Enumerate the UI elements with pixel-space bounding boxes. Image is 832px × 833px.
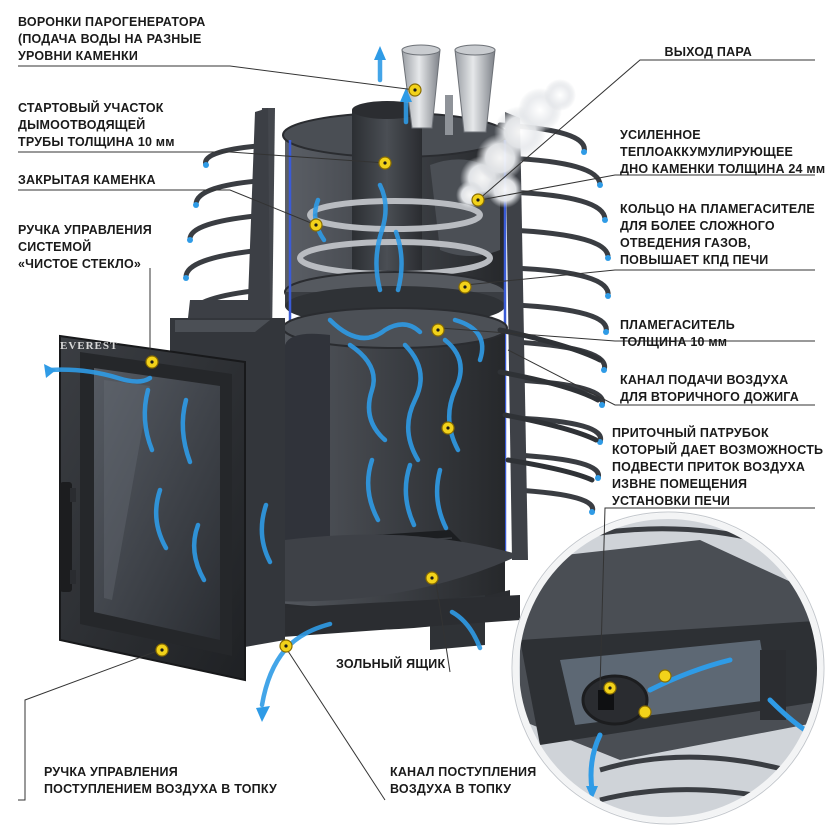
marker-inset-2 (658, 669, 672, 683)
label-line: КАНАЛ ПОСТУПЛЕНИЯ (390, 765, 537, 779)
label-intake-pipe: ПРИТОЧНЫЙ ПАТРУБОК КОТОРЫЙ ДАЕТ ВОЗМОЖНО… (612, 425, 823, 510)
left-shield-panel (188, 108, 270, 318)
air-flow-arrowheads (44, 46, 412, 722)
label-line: ТРУБЫ ТОЛЩИНА 10 мм (18, 135, 175, 149)
label-line: ПЛАМЕГАСИТЕЛЬ (620, 318, 735, 332)
label-clean-glass: РУЧКА УПРАВЛЕНИЯ СИСТЕМОЙ «ЧИСТОЕ СТЕКЛО… (18, 222, 152, 273)
label-line: СТАРТОВЫЙ УЧАСТОК (18, 101, 164, 115)
label-line: ДНО КАМЕНКИ ТОЛЩИНА 24 мм (620, 162, 826, 176)
label-line: ТЕПЛОАККУМУЛИРУЮЩЕЕ (620, 145, 794, 159)
label-line: ПРИТОЧНЫЙ ПАТРУБОК (612, 426, 769, 440)
label-ash-box: ЗОЛЬНЫЙ ЯЩИК (336, 656, 445, 673)
brand-logo: EVEREST (60, 340, 119, 352)
label-line: УСИЛЕННОЕ (620, 128, 701, 142)
label-line: ДЛЯ БОЛЕЕ СЛОЖНОГО (620, 219, 775, 233)
markers (145, 83, 672, 719)
label-line: ВОЗДУХА В ТОПКУ (390, 782, 512, 796)
label-line: (ПОДАЧА ВОДЫ НА РАЗНЫЕ (18, 32, 202, 46)
label-line: УСТАНОВКИ ПЕЧИ (612, 494, 731, 508)
label-line: ВЫХОД ПАРА (664, 45, 752, 59)
marker-inset-3 (638, 705, 652, 719)
air-flows (47, 55, 485, 708)
label-line: ПОВЫШАЕТ КПД ПЕЧИ (620, 253, 769, 267)
label-secondary-air: КАНАЛ ПОДАЧИ ВОЗДУХА ДЛЯ ВТОРИЧНОГО ДОЖИ… (620, 372, 799, 406)
heater-ring-1 (307, 198, 483, 232)
label-line: ДЫМООТВОДЯЩЕЙ (18, 118, 146, 132)
chimney-start-pipe (352, 110, 422, 270)
label-closed-heater: ЗАКРЫТАЯ КАМЕНКА (18, 172, 156, 189)
label-start-section: СТАРТОВЫЙ УЧАСТОК ДЫМООТВОДЯЩЕЙ ТРУБЫ ТО… (18, 100, 175, 151)
label-line: ИЗВНЕ ПОМЕЩЕНИЯ (612, 477, 748, 491)
label-line: КОЛЬЦО НА ПЛАМЕГАСИТЕЛЕ (620, 202, 815, 216)
label-air-handle: РУЧКА УПРАВЛЕНИЯ ПОСТУПЛЕНИЕМ ВОЗДУХА В … (44, 764, 277, 798)
label-line: УРОВНИ КАМЕНКИ (18, 49, 139, 63)
label-air-channel: КАНАЛ ПОСТУПЛЕНИЯ ВОЗДУХА В ТОПКУ (390, 764, 536, 798)
label-heat-bottom: УСИЛЕННОЕ ТЕПЛОАККУМУЛИРУЮЩЕЕ ДНО КАМЕНК… (620, 127, 825, 178)
label-line: КОТОРЫЙ ДАЕТ ВОЗМОЖНОСТЬ (612, 443, 824, 457)
label-line: «ЧИСТОЕ СТЕКЛО» (18, 257, 142, 271)
label-flame-ring: КОЛЬЦО НА ПЛАМЕГАСИТЕЛЕ ДЛЯ БОЛЕЕ СЛОЖНО… (620, 201, 815, 269)
label-line: РУЧКА УПРАВЛЕНИЯ (18, 223, 152, 237)
label-line: СИСТЕМОЙ (18, 240, 92, 254)
steam-cloud (456, 79, 576, 209)
label-line: ВОРОНКИ ПАРОГЕНЕРАТОРА (18, 15, 206, 29)
door-handle (60, 482, 72, 592)
label-line: ПОДВЕСТИ ПРИТОК ВОЗДУХА (612, 460, 806, 474)
label-line: ТОЛЩИНА 10 мм (620, 335, 728, 349)
leader-lines (18, 59, 815, 801)
label-line: ОТВЕДЕНИЯ ГАЗОВ, (620, 236, 751, 250)
label-steam-outlet: ВЫХОД ПАРА (665, 44, 753, 61)
label-line: ЗОЛЬНЫЙ ЯЩИК (336, 657, 446, 671)
label-line: КАНАЛ ПОДАЧИ ВОЗДУХА (620, 373, 789, 387)
hearth-floor (250, 534, 520, 602)
label-line: ДЛЯ ВТОРИЧНОГО ДОЖИГА (620, 390, 799, 404)
label-line: ПОСТУПЛЕНИЕМ ВОЗДУХА В ТОПКУ (44, 782, 277, 796)
label-line: РУЧКА УПРАВЛЕНИЯ (44, 765, 178, 779)
label-funnels: ВОРОНКИ ПАРОГЕНЕРАТОРА (ПОДАЧА ВОДЫ НА Р… (18, 14, 206, 65)
inset-detail (511, 511, 825, 825)
firebox-side-wall (285, 333, 330, 560)
label-flame-arrester: ПЛАМЕГАСИТЕЛЬ ТОЛЩИНА 10 мм (620, 317, 735, 351)
label-line: ЗАКРЫТАЯ КАМЕНКА (18, 173, 156, 187)
